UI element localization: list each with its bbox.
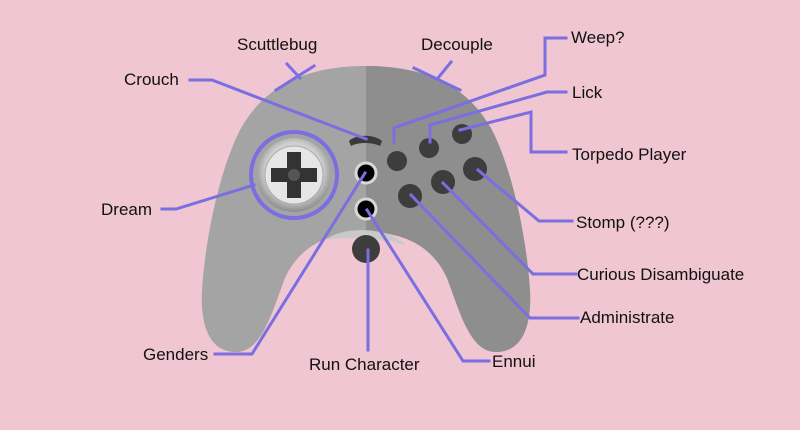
crouch-button[interactable] bbox=[349, 135, 382, 146]
label-curious-disambiguate: Curious Disambiguate bbox=[577, 265, 745, 284]
label-decouple: Decouple bbox=[421, 35, 493, 54]
run-character-button[interactable] bbox=[352, 235, 380, 263]
label-ennui: Ennui bbox=[492, 352, 536, 371]
dpad[interactable] bbox=[249, 130, 339, 220]
label-stomp: Stomp (???) bbox=[576, 213, 670, 232]
label-genders: Genders bbox=[143, 345, 209, 364]
label-dream: Dream bbox=[101, 200, 153, 219]
label-torpedo-player: Torpedo Player bbox=[572, 145, 687, 164]
label-scuttlebug: Scuttlebug bbox=[237, 35, 318, 54]
label-administrate: Administrate bbox=[580, 308, 675, 327]
stomp-button[interactable] bbox=[463, 157, 487, 181]
lick-button[interactable] bbox=[419, 138, 439, 158]
label-weep: Weep? bbox=[571, 28, 625, 47]
label-lick: Lick bbox=[572, 83, 603, 102]
label-run-character: Run Character bbox=[309, 355, 420, 374]
weep-button[interactable] bbox=[387, 151, 407, 171]
label-crouch: Crouch bbox=[124, 70, 179, 89]
leader-lines bbox=[160, 36, 580, 363]
